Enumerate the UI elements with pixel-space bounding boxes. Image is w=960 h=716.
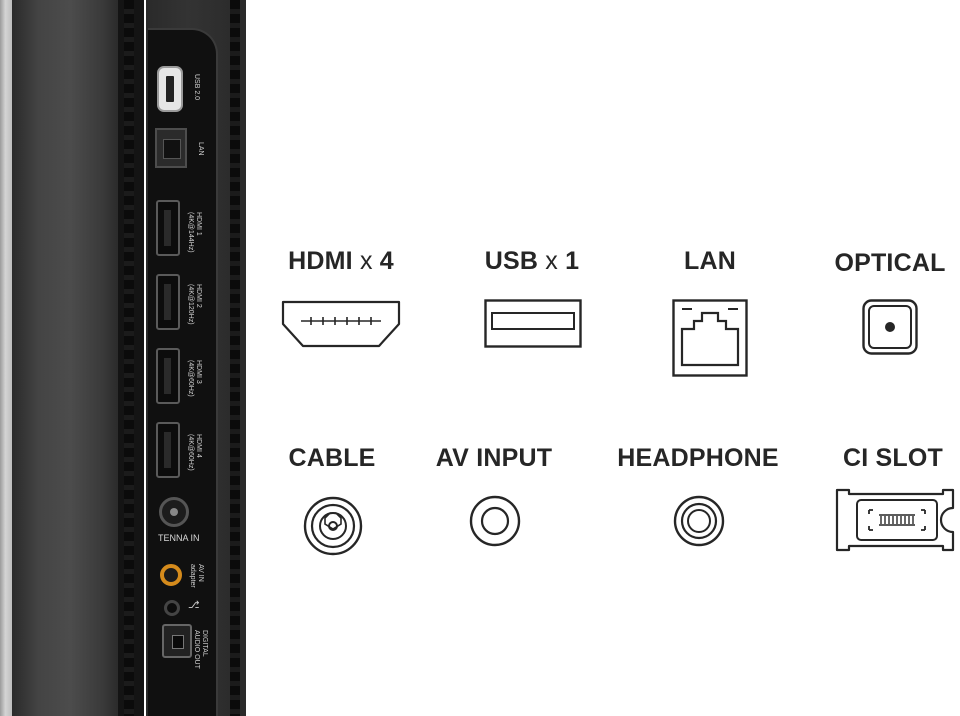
usb-port [157,66,183,112]
ci-slot-icon [835,488,955,552]
hdmi-3-port [156,348,180,404]
hdmi-2-port [156,274,180,330]
connector-headphone-title: HEADPHONE [617,444,779,472]
hdmi-icon [281,300,401,348]
optical-port [162,624,192,658]
connector-av-input-title: AV INPUT [435,444,553,472]
connector-hdmi-name: HDMI [288,247,353,275]
connector-usb-times: x [545,247,558,275]
tv-bezel-edge [0,0,12,716]
connector-hdmi: HDMI x 4 [253,246,429,276]
digital-audio-out-label: DIGITAL AUDIO OUT [193,630,208,669]
connector-lan: LAN [622,246,798,276]
optical-icon [862,299,918,355]
headphone-icon [673,495,725,547]
tv-back-cover [12,0,118,716]
connector-usb: USB x 1 [444,246,620,276]
hdmi-4-port-label: HDMI 4 (4K@60Hz) [187,434,202,471]
lan-icon [672,299,748,377]
hdmi-1-port [156,200,180,256]
tv-bezel-right [240,0,246,716]
antenna-port [159,497,189,527]
connector-hdmi-times: x [359,247,373,275]
tv-vent-left [124,0,134,716]
av-in-port-label: AV IN adapter [189,564,204,588]
connector-usb-title: USB x 1 [444,246,620,276]
lan-port-label: LAN [197,142,204,156]
connector-ci-slot-title: CI SLOT [842,444,943,472]
connector-hdmi-count: 4 [379,247,394,275]
usb-port-label: USB 2.0 [193,74,200,101]
headphone-glyph: ⎇ [188,600,200,611]
av-in-port [160,564,182,586]
connector-usb-name: USB [484,247,539,275]
connector-cable: CABLE [244,443,420,473]
av-input-icon [469,495,521,547]
hdmi-1-port-label: HDMI 1 (4K@144Hz) [187,212,202,253]
connector-optical-title: OPTICAL [834,249,946,277]
hdmi-2-port-label: HDMI 2 (4K@120Hz) [187,284,202,325]
cable-icon [303,496,363,556]
connector-usb-count: 1 [565,247,580,275]
connector-ci-slot: CI SLOT [805,443,960,473]
connector-cable-title: CABLE [288,444,376,472]
connector-hdmi-title: HDMI x 4 [253,246,429,276]
connector-optical: OPTICAL [802,248,960,278]
hdmi-4-port [156,422,180,478]
lan-port [155,128,187,168]
tv-rear-panel-photo: USB 2.0 LAN HDMI 1 (4K@144Hz) HDMI 2 (4K… [0,0,246,716]
hdmi-3-port-label: HDMI 3 (4K@60Hz) [187,360,202,397]
connector-lan-title: LAN [684,247,736,275]
connector-headphone: HEADPHONE [610,443,786,473]
antenna-port-label: TENNA IN [158,533,200,543]
headphone-port [164,600,180,616]
tv-vent-right [230,0,240,716]
usb-icon [484,299,582,349]
connector-av-input: AV INPUT [406,443,582,473]
